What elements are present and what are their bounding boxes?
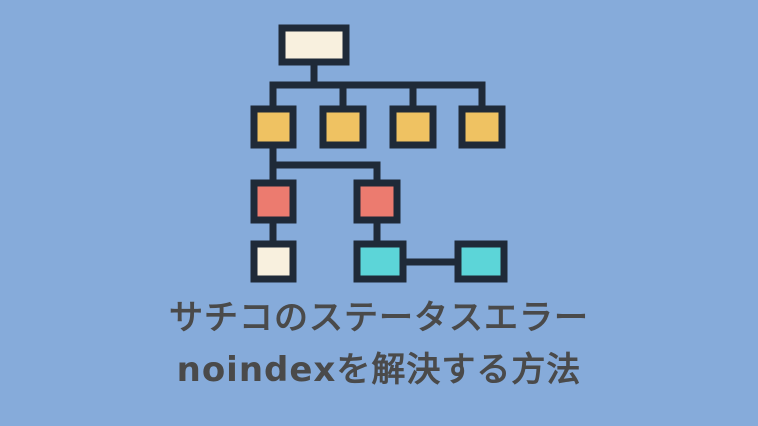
node-leaf-c [454,240,508,283]
node-leaf-b [353,240,407,283]
connector-lines [269,58,486,266]
node-level2-a [250,105,297,149]
node-level3-a [250,179,297,224]
title-line-2: noindexを解決する方法 [176,350,582,390]
node-root [278,24,350,66]
node-leaf-a [250,240,297,283]
title-line-1: サチコのステータスエラー [169,298,589,338]
node-level2-d [458,105,506,149]
node-level2-b [319,105,367,149]
node-level3-b [353,179,401,224]
node-level2-c [389,105,437,149]
